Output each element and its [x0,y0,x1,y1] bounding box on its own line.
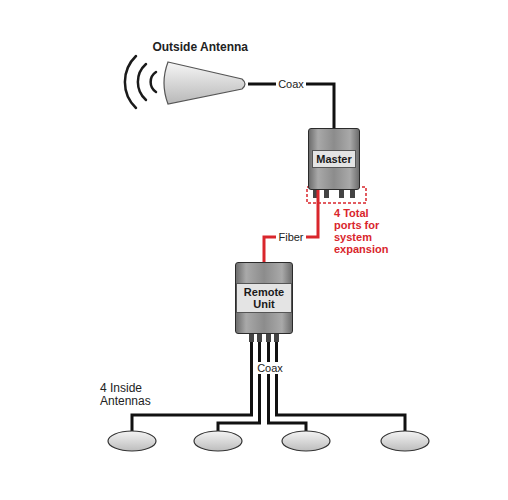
connector-path [264,190,318,262]
inside-antenna [108,431,429,451]
connector-path [248,84,334,128]
equipment-box: Master [308,128,360,190]
antenna-group-label: 4 Inside Antennas [100,382,162,408]
equipment-box: Remote Unit [235,262,293,334]
node-title: Remote Unit [236,283,292,313]
node-title: Outside Antenna [152,40,248,54]
node-title: Master [312,150,355,168]
coax-line [248,84,334,128]
outside-antenna: Outside Antenna [112,40,248,110]
cable-label: Fiber [276,231,305,243]
inside-coax [132,342,405,432]
cable-label: Coax [276,78,306,90]
remote-ports [249,334,279,342]
fiber-line [264,190,318,262]
callout-note: 4 Total ports for system expansion [334,207,398,255]
cable-label: Coax [255,362,285,374]
